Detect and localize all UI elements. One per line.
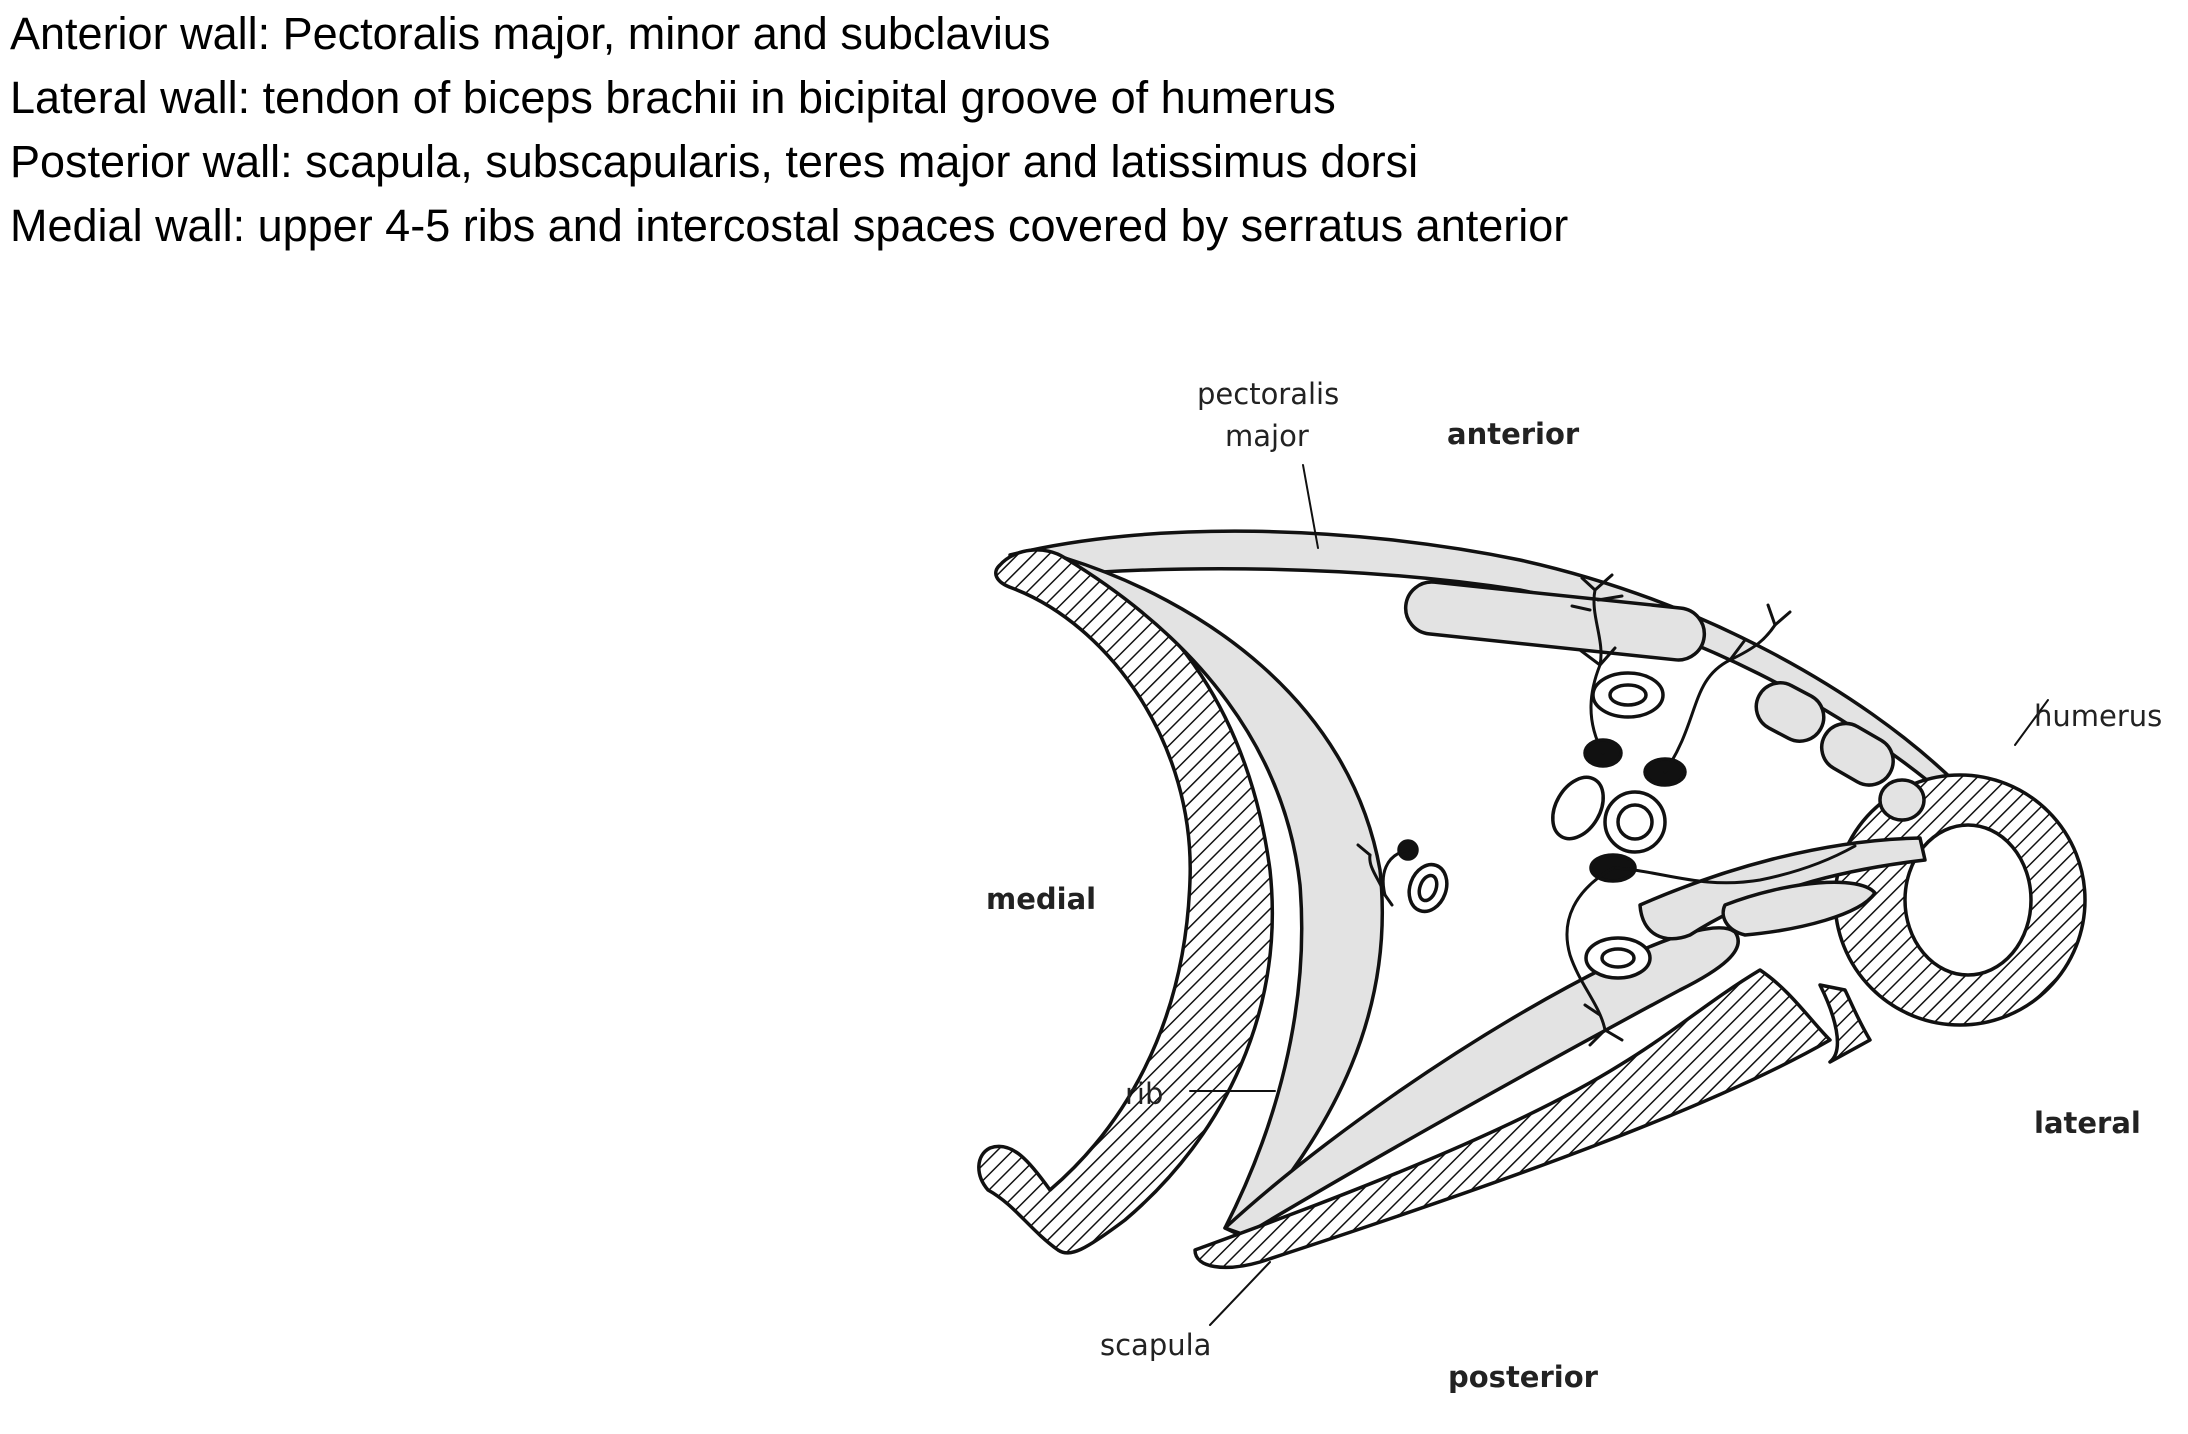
rib-label: rib bbox=[1125, 1077, 1163, 1111]
leader-lines bbox=[1189, 464, 2049, 1326]
axillary-vein bbox=[1551, 775, 1605, 841]
humerus-label: humerus bbox=[2034, 699, 2162, 733]
pectoralis-minor-muscle bbox=[1403, 580, 1707, 662]
nerve-branches bbox=[1356, 573, 1857, 1047]
medial-label: medial bbox=[986, 882, 1096, 916]
medial-wall-note: Medial wall: upper 4-5 ribs and intercos… bbox=[10, 200, 1569, 251]
scapula-bone bbox=[1193, 968, 1832, 1270]
scapula-label: scapula bbox=[1100, 1328, 1211, 1362]
pectoralis-major-muscle bbox=[1008, 529, 1957, 797]
axillary-vein-upper-inner bbox=[1608, 683, 1648, 707]
humerus-neck bbox=[1818, 983, 1872, 1064]
subscapular-vessel-inner bbox=[1600, 947, 1636, 969]
rib-bone bbox=[977, 548, 1275, 1255]
pectoralis-label-line1: pectoralis bbox=[1197, 377, 1339, 411]
anterior-wall-note: Anterior wall: Pectoralis major, minor a… bbox=[10, 8, 1051, 59]
posterior-wall-note: Posterior wall: scapula, subscapularis, … bbox=[10, 136, 1419, 187]
lateral-wall-note: Lateral wall: tendon of biceps brachii i… bbox=[10, 72, 1336, 123]
pectoralis-label-line2: major bbox=[1225, 419, 1309, 453]
short-head-biceps bbox=[1754, 681, 1826, 743]
anterior-label: anterior bbox=[1447, 417, 1580, 451]
axillary-artery-inner bbox=[1616, 803, 1654, 841]
wall-description-list: Anterior wall: Pectoralis major, minor a… bbox=[10, 2, 1568, 258]
posterior-label: posterior bbox=[1448, 1360, 1599, 1394]
lateral-label: lateral bbox=[2034, 1106, 2141, 1140]
teres-major-muscle bbox=[1721, 880, 1877, 937]
coracobrachialis-muscle bbox=[1819, 721, 1895, 787]
lateral-thoracic-vessel-inner bbox=[1417, 873, 1439, 903]
humerus-bone bbox=[1833, 773, 2087, 1027]
long-head-biceps bbox=[1878, 778, 1926, 822]
